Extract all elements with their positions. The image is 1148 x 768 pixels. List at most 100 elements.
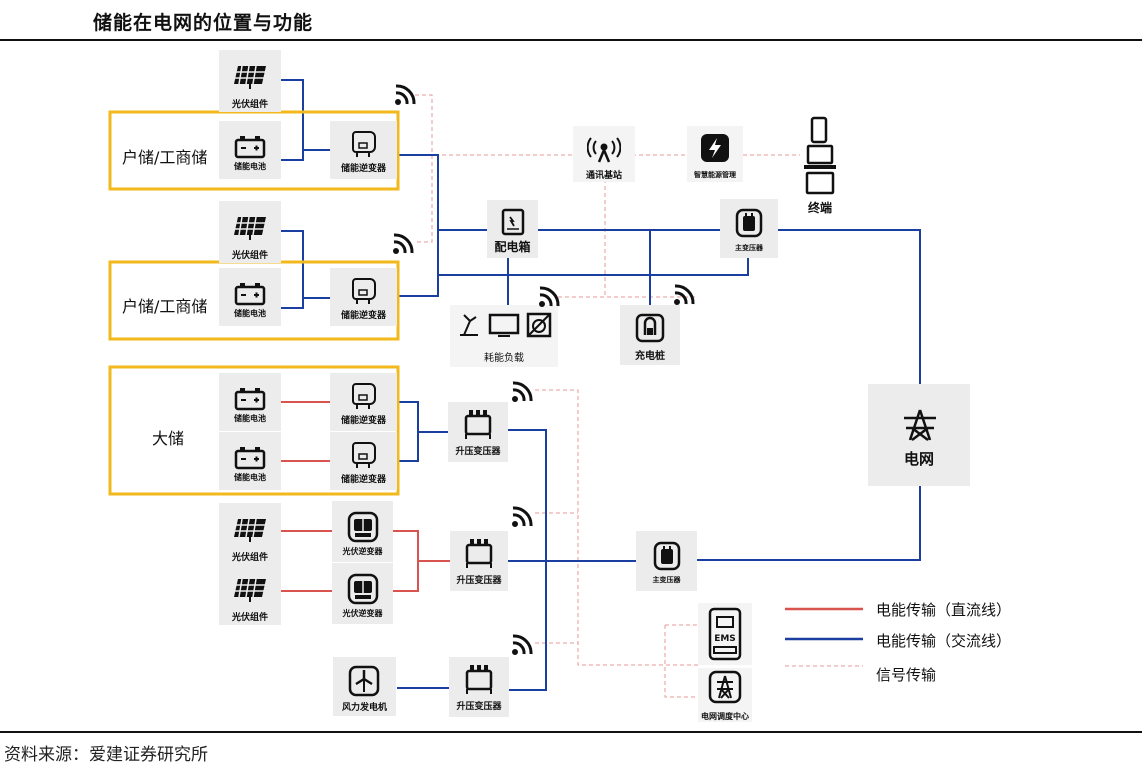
ess-inverter-3: 储能逆变器 [330, 373, 397, 431]
ac-lines [281, 79, 921, 691]
transformer-icon [465, 665, 493, 694]
main-transformer-label: 主变压器 [735, 244, 763, 252]
ess-inverter-1: 储能逆变器 [330, 121, 397, 179]
devices-icon [804, 116, 836, 195]
group-frames [108, 110, 400, 496]
boost-transformer-1: 升压变压器 [448, 402, 508, 462]
pv-label: 光伏组件 [231, 251, 268, 261]
wind-turbine-label: 风力发电机 [341, 703, 387, 713]
boost-transformer-label: 升压变压器 [455, 447, 501, 457]
wireless-icon [512, 381, 533, 402]
pv-inverter-2: 光伏逆变器 [332, 563, 393, 624]
grid-dispatch-center: 电网调度中心 [698, 668, 752, 722]
inverter-icon [352, 442, 376, 468]
grid-tower-icon [904, 409, 936, 441]
main-transformer-label: 主变压器 [652, 576, 681, 584]
energy-load: 耗能负载 [450, 305, 558, 367]
boost-transformer-3: 升压变压器 [449, 657, 509, 717]
transformer-icon [465, 539, 493, 568]
group-label-large-storage: 大储 [152, 429, 185, 448]
ems-label: EMS [714, 634, 736, 644]
distribution-box-icon [501, 208, 525, 236]
dispatch-label: 电网调度中心 [701, 712, 749, 721]
ems-device: EMS [698, 603, 752, 665]
pv-module-2: 光伏组件 [219, 201, 281, 263]
grid-label: 电网 [903, 450, 934, 468]
battery-label: 储能电池 [234, 414, 266, 423]
charger-icon [635, 313, 665, 343]
wireless-icon [393, 233, 414, 254]
charging-pile-label: 充电桩 [635, 351, 665, 362]
bottom-rule [0, 731, 1142, 733]
power-grid: 电网 [868, 384, 970, 486]
battery-icon [234, 388, 266, 411]
page-title: 储能在电网的位置与功能 [93, 12, 314, 34]
ess-inverter-label: 储能逆变器 [340, 475, 386, 485]
group-label-residential-1: 户储/工商储 [122, 148, 208, 167]
top-rule [0, 39, 1142, 41]
pv-inverter-label: 光伏逆变器 [342, 609, 383, 618]
dispatch-tower-icon [708, 670, 742, 704]
battery-2: 储能电池 [219, 268, 281, 326]
wind-turbine: 风力发电机 [333, 657, 396, 716]
legend-dc-label: 电能传输（直流线） [876, 601, 1012, 619]
ess-inverter-2: 储能逆变器 [330, 268, 397, 326]
solar-panel-icon [234, 518, 266, 542]
main-transformer-2: 主变压器 [636, 531, 697, 591]
source-note: 资料来源：爱建证券研究所 [4, 745, 208, 765]
pv-inverter-1: 光伏逆变器 [332, 501, 393, 562]
wireless-icon [674, 284, 695, 305]
charging-pile: 充电桩 [620, 305, 680, 365]
ess-inverter-label: 储能逆变器 [340, 311, 386, 321]
battery-1: 储能电池 [219, 121, 281, 179]
boost-transformer-label: 升压变压器 [456, 702, 502, 712]
smart-energy-management: 智慧能源管理 [687, 126, 743, 182]
battery-label: 储能电池 [234, 309, 266, 318]
battery-4: 储能电池 [219, 432, 281, 490]
energy-bolt-icon [701, 134, 729, 162]
solar-panel-icon [234, 216, 266, 240]
pv-inverter-label: 光伏逆变器 [342, 547, 383, 556]
main-transformer-1: 主变压器 [720, 199, 778, 258]
battery-icon [234, 136, 266, 159]
pv-label: 光伏组件 [231, 100, 268, 110]
comm-station-label: 通讯基站 [585, 171, 622, 181]
load-label: 耗能负载 [484, 353, 524, 364]
legend-signal-label: 信号传输 [876, 666, 937, 684]
ess-inverter-label: 储能逆变器 [340, 416, 386, 426]
comm-base-station: 通讯基站 [573, 126, 635, 182]
pv-inverter-icon [347, 511, 379, 543]
boost-transformer-2: 升压变压器 [450, 531, 508, 591]
wind-turbine-icon [348, 665, 380, 697]
signal-tower-icon [587, 137, 621, 163]
wireless-icon [512, 634, 533, 655]
legend-ac-label: 电能传输（交流线） [876, 632, 1012, 650]
main-transformer-icon [735, 208, 763, 238]
wireless-icon [395, 84, 416, 105]
ess-inverter-label: 储能逆变器 [340, 164, 386, 174]
pv-module-1: 光伏组件 [219, 50, 281, 112]
terminal-label: 终端 [807, 201, 832, 215]
wireless-icon [512, 506, 533, 527]
distribution-box-label: 配电箱 [494, 240, 531, 254]
wireless-icon [539, 286, 560, 307]
pv-inverter-icon [347, 573, 379, 605]
battery-label: 储能电池 [234, 473, 266, 482]
battery-3: 储能电池 [219, 373, 281, 431]
battery-icon [234, 447, 266, 470]
pv-module-3: 光伏组件 [219, 503, 281, 565]
smart-energy-label: 智慧能源管理 [694, 171, 736, 179]
boost-transformer-label: 升压变压器 [456, 576, 502, 586]
group-label-residential-2: 户储/工商储 [122, 297, 208, 316]
battery-icon [234, 283, 266, 306]
appliances-icon [460, 312, 552, 338]
ems-meter-icon [708, 607, 742, 661]
legend-swatches [785, 607, 863, 667]
inverter-icon [352, 131, 376, 157]
solar-panel-icon [234, 578, 266, 602]
distribution-box: 配电箱 [487, 200, 538, 258]
dc-lines [281, 401, 450, 592]
transformer-icon [464, 410, 492, 439]
ess-inverter-4: 储能逆变器 [330, 432, 397, 490]
